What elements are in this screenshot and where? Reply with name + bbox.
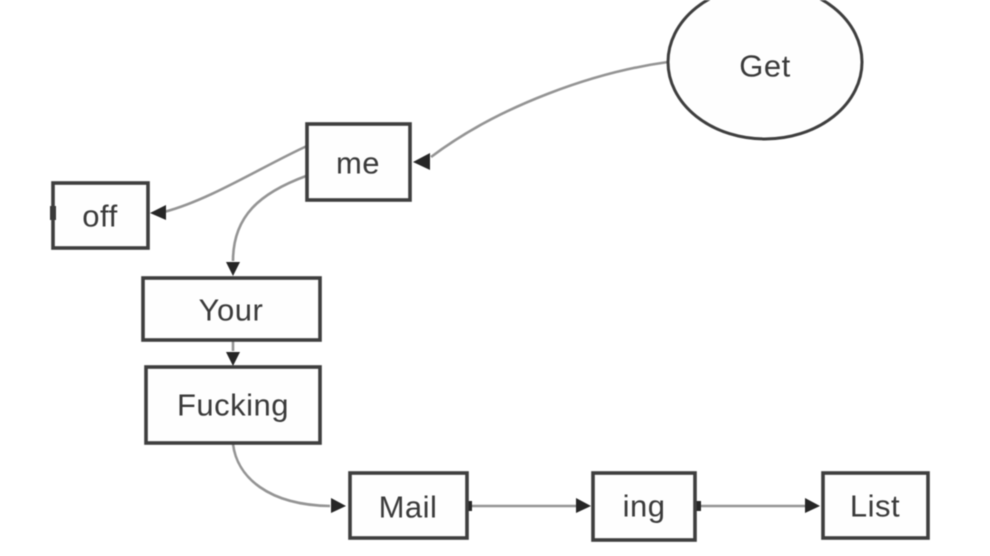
node-fucking-box [144,365,322,445]
node-ing-label: ing [623,489,666,524]
node-mail-label: Mail [379,490,438,525]
edge-get-me [430,60,669,159]
node-list-box [821,471,930,540]
node-get-ellipse [666,0,864,141]
node-get-label: Get [739,49,790,84]
node-off-label: off [82,199,117,234]
arrowhead-get-me [413,153,430,170]
node-me-box [305,122,412,202]
node-me-label: me [336,146,380,181]
arrowhead-fucking-mail [331,498,346,513]
edge-me-off [163,144,308,214]
edge-fucking-mail [231,443,331,508]
node-shapes [50,0,930,542]
node-your-label: Your [199,293,264,328]
node-ing-box [591,471,697,542]
off-border-nub [50,206,56,220]
arrowhead-me-your [226,262,240,276]
node-labels: Get me off Your Fucking Mail ing List [82,49,900,525]
node-mail-box [348,471,469,540]
node-fucking-label: Fucking [177,388,289,423]
node-your-box [141,276,322,342]
edge-lines [163,60,805,508]
edge-tail-nub-ing [693,501,701,511]
arrowhead-your-fucking [226,352,240,366]
edge-me-your [231,174,307,262]
arrowhead-me-off [150,205,166,220]
arrowhead-ing-list [805,498,820,513]
node-list-label: List [850,489,900,524]
edge-arrowheads [150,153,820,513]
arrowhead-mail-ing [576,498,591,513]
